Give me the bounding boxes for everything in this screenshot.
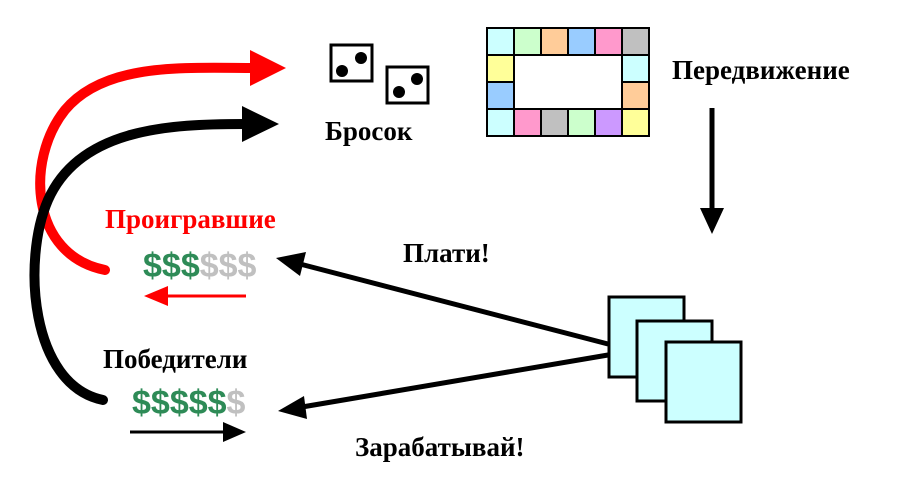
- losers-label: Проигравшие: [105, 204, 276, 234]
- card-stack-icon: [607, 295, 743, 424]
- board-square: [513, 108, 542, 137]
- board-square: [594, 27, 623, 56]
- losers-money-empty: $$$: [199, 247, 257, 285]
- pay-label: Плати!: [403, 238, 490, 268]
- board-square: [567, 108, 596, 137]
- game-board-icon: [486, 27, 650, 137]
- losers-trend-arrow: [144, 286, 246, 306]
- winners-loop-arrow: [29, 106, 279, 405]
- board-square: [567, 27, 596, 56]
- board-square: [621, 108, 650, 137]
- earn-arrow: [278, 352, 609, 419]
- losers-money-full: $$$: [143, 247, 200, 285]
- board-square: [621, 27, 650, 56]
- board-square: [486, 27, 515, 56]
- board-square: [621, 81, 650, 110]
- board-square: [621, 54, 650, 83]
- winners-money: $$$$$$: [132, 386, 245, 420]
- losers-money: $$$$$$: [143, 249, 256, 283]
- winners-label: Победители: [103, 344, 248, 374]
- die-icon: [385, 65, 430, 105]
- board-square: [513, 27, 542, 56]
- roll-label: Бросок: [325, 116, 413, 146]
- winners-trend-arrow: [130, 422, 246, 442]
- move-label: Передвижение: [672, 55, 850, 85]
- board-square: [540, 108, 569, 137]
- board-square: [486, 108, 515, 137]
- earn-label: Зарабатывай!: [355, 432, 525, 462]
- board-square: [594, 108, 623, 137]
- winners-money-full: $$$$$: [132, 384, 227, 422]
- board-square: [486, 54, 515, 83]
- losers-loop-arrow: [35, 50, 286, 275]
- die-icon: [329, 43, 374, 83]
- pay-arrow: [276, 252, 609, 347]
- move-to-cards-arrow: [700, 108, 724, 234]
- board-square: [540, 27, 569, 56]
- board-square: [486, 81, 515, 110]
- winners-money-empty: $: [226, 384, 246, 422]
